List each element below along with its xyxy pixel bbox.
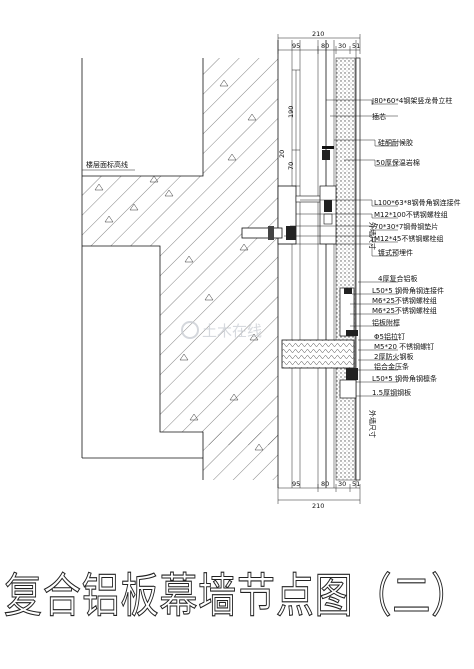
dim-70: 70 bbox=[287, 162, 295, 170]
label-l50-purlin: L50*5 钢骨角钢檩条 bbox=[372, 374, 437, 383]
dim-190: 190 bbox=[287, 106, 295, 118]
label-pressure-strip: 铝合金压条 bbox=[374, 362, 409, 371]
vertical-dimensions: 190 70 20 bbox=[278, 69, 300, 187]
bracket-assembly bbox=[241, 146, 337, 245]
watermark-text: 土木在线 bbox=[202, 322, 262, 340]
top-dimensions: 210 95 80 30 51 bbox=[277, 30, 360, 54]
label-m5-screw: M5*20 不锈钢螺钉 bbox=[374, 342, 434, 351]
label-composite-panel: 4厚复合铝板 bbox=[378, 274, 417, 283]
dim-top-total: 210 bbox=[312, 30, 324, 38]
label-sealant: 硅酮耐候胶 bbox=[378, 138, 413, 147]
leader-lines bbox=[278, 99, 398, 397]
floor-level-label: 楼层面标高线 bbox=[86, 160, 128, 169]
side-label-upper: 外墙尺寸 bbox=[368, 222, 377, 250]
dim-bottom-51: 51 bbox=[352, 480, 360, 488]
dim-bottom-30: 30 bbox=[338, 480, 346, 488]
label-insulation: 50厚保温岩棉 bbox=[376, 158, 420, 167]
framing-lines bbox=[291, 40, 361, 488]
dim-top-51: 51 bbox=[352, 42, 360, 50]
lower-joint bbox=[281, 287, 358, 399]
dim-20: 20 bbox=[278, 150, 286, 158]
label-m6-bolt-a: M6*25不锈钢螺栓组 bbox=[372, 296, 437, 305]
dim-top-80: 80 bbox=[321, 42, 329, 50]
bottom-dimensions: 95 80 30 51 210 bbox=[277, 480, 360, 510]
watermark: 土木在线 bbox=[181, 321, 262, 340]
label-m6-bolt-b: M6*25不锈钢螺栓组 bbox=[372, 306, 437, 315]
dim-top-95: 95 bbox=[292, 42, 300, 50]
label-steel-sheet: 1.5厚钢钢板 bbox=[372, 388, 411, 397]
label-m12x45-bolt: M12*45不锈钢螺栓组 bbox=[374, 234, 443, 243]
concrete-slab bbox=[81, 40, 279, 488]
label-angle-connector: L100*63*8钢骨角钢连接件 bbox=[374, 198, 461, 207]
drawing-title: 复合铝板幕墙节点图（二） bbox=[3, 568, 470, 624]
label-embed-plate: 镀式预埋件 bbox=[378, 248, 413, 257]
dim-bottom-80: 80 bbox=[321, 480, 329, 488]
label-l50-connector: L50*5 钢骨角钢连接件 bbox=[372, 286, 444, 295]
side-label-lower: 外墙尺寸 bbox=[368, 410, 377, 438]
label-washer: 70*30*7钢骨钢垫片 bbox=[374, 222, 438, 231]
dim-bottom-total: 210 bbox=[312, 502, 324, 510]
label-fire-board: 2厚防火钢板 bbox=[374, 352, 413, 361]
label-m12x100-bolt: M12*100不锈钢螺栓组 bbox=[374, 210, 448, 219]
label-panel-frame: 铝板附框 bbox=[372, 318, 400, 327]
title-text: 复合铝板幕墙节点图（二） bbox=[4, 569, 470, 624]
floor-level-note: 楼层面标高线 bbox=[82, 160, 135, 171]
dim-bottom-95: 95 bbox=[292, 480, 300, 488]
label-rivet: Φ5铝拉钉 bbox=[374, 332, 405, 341]
label-steel-mullion: J80*60*4钢架竖龙骨立柱 bbox=[371, 96, 452, 105]
label-insert-core: 插芯 bbox=[372, 112, 386, 121]
callout-labels: J80*60*4钢架竖龙骨立柱 插芯 硅酮耐候胶 50厚保温岩棉 L100*63… bbox=[368, 96, 461, 438]
dim-top-30: 30 bbox=[338, 42, 346, 50]
